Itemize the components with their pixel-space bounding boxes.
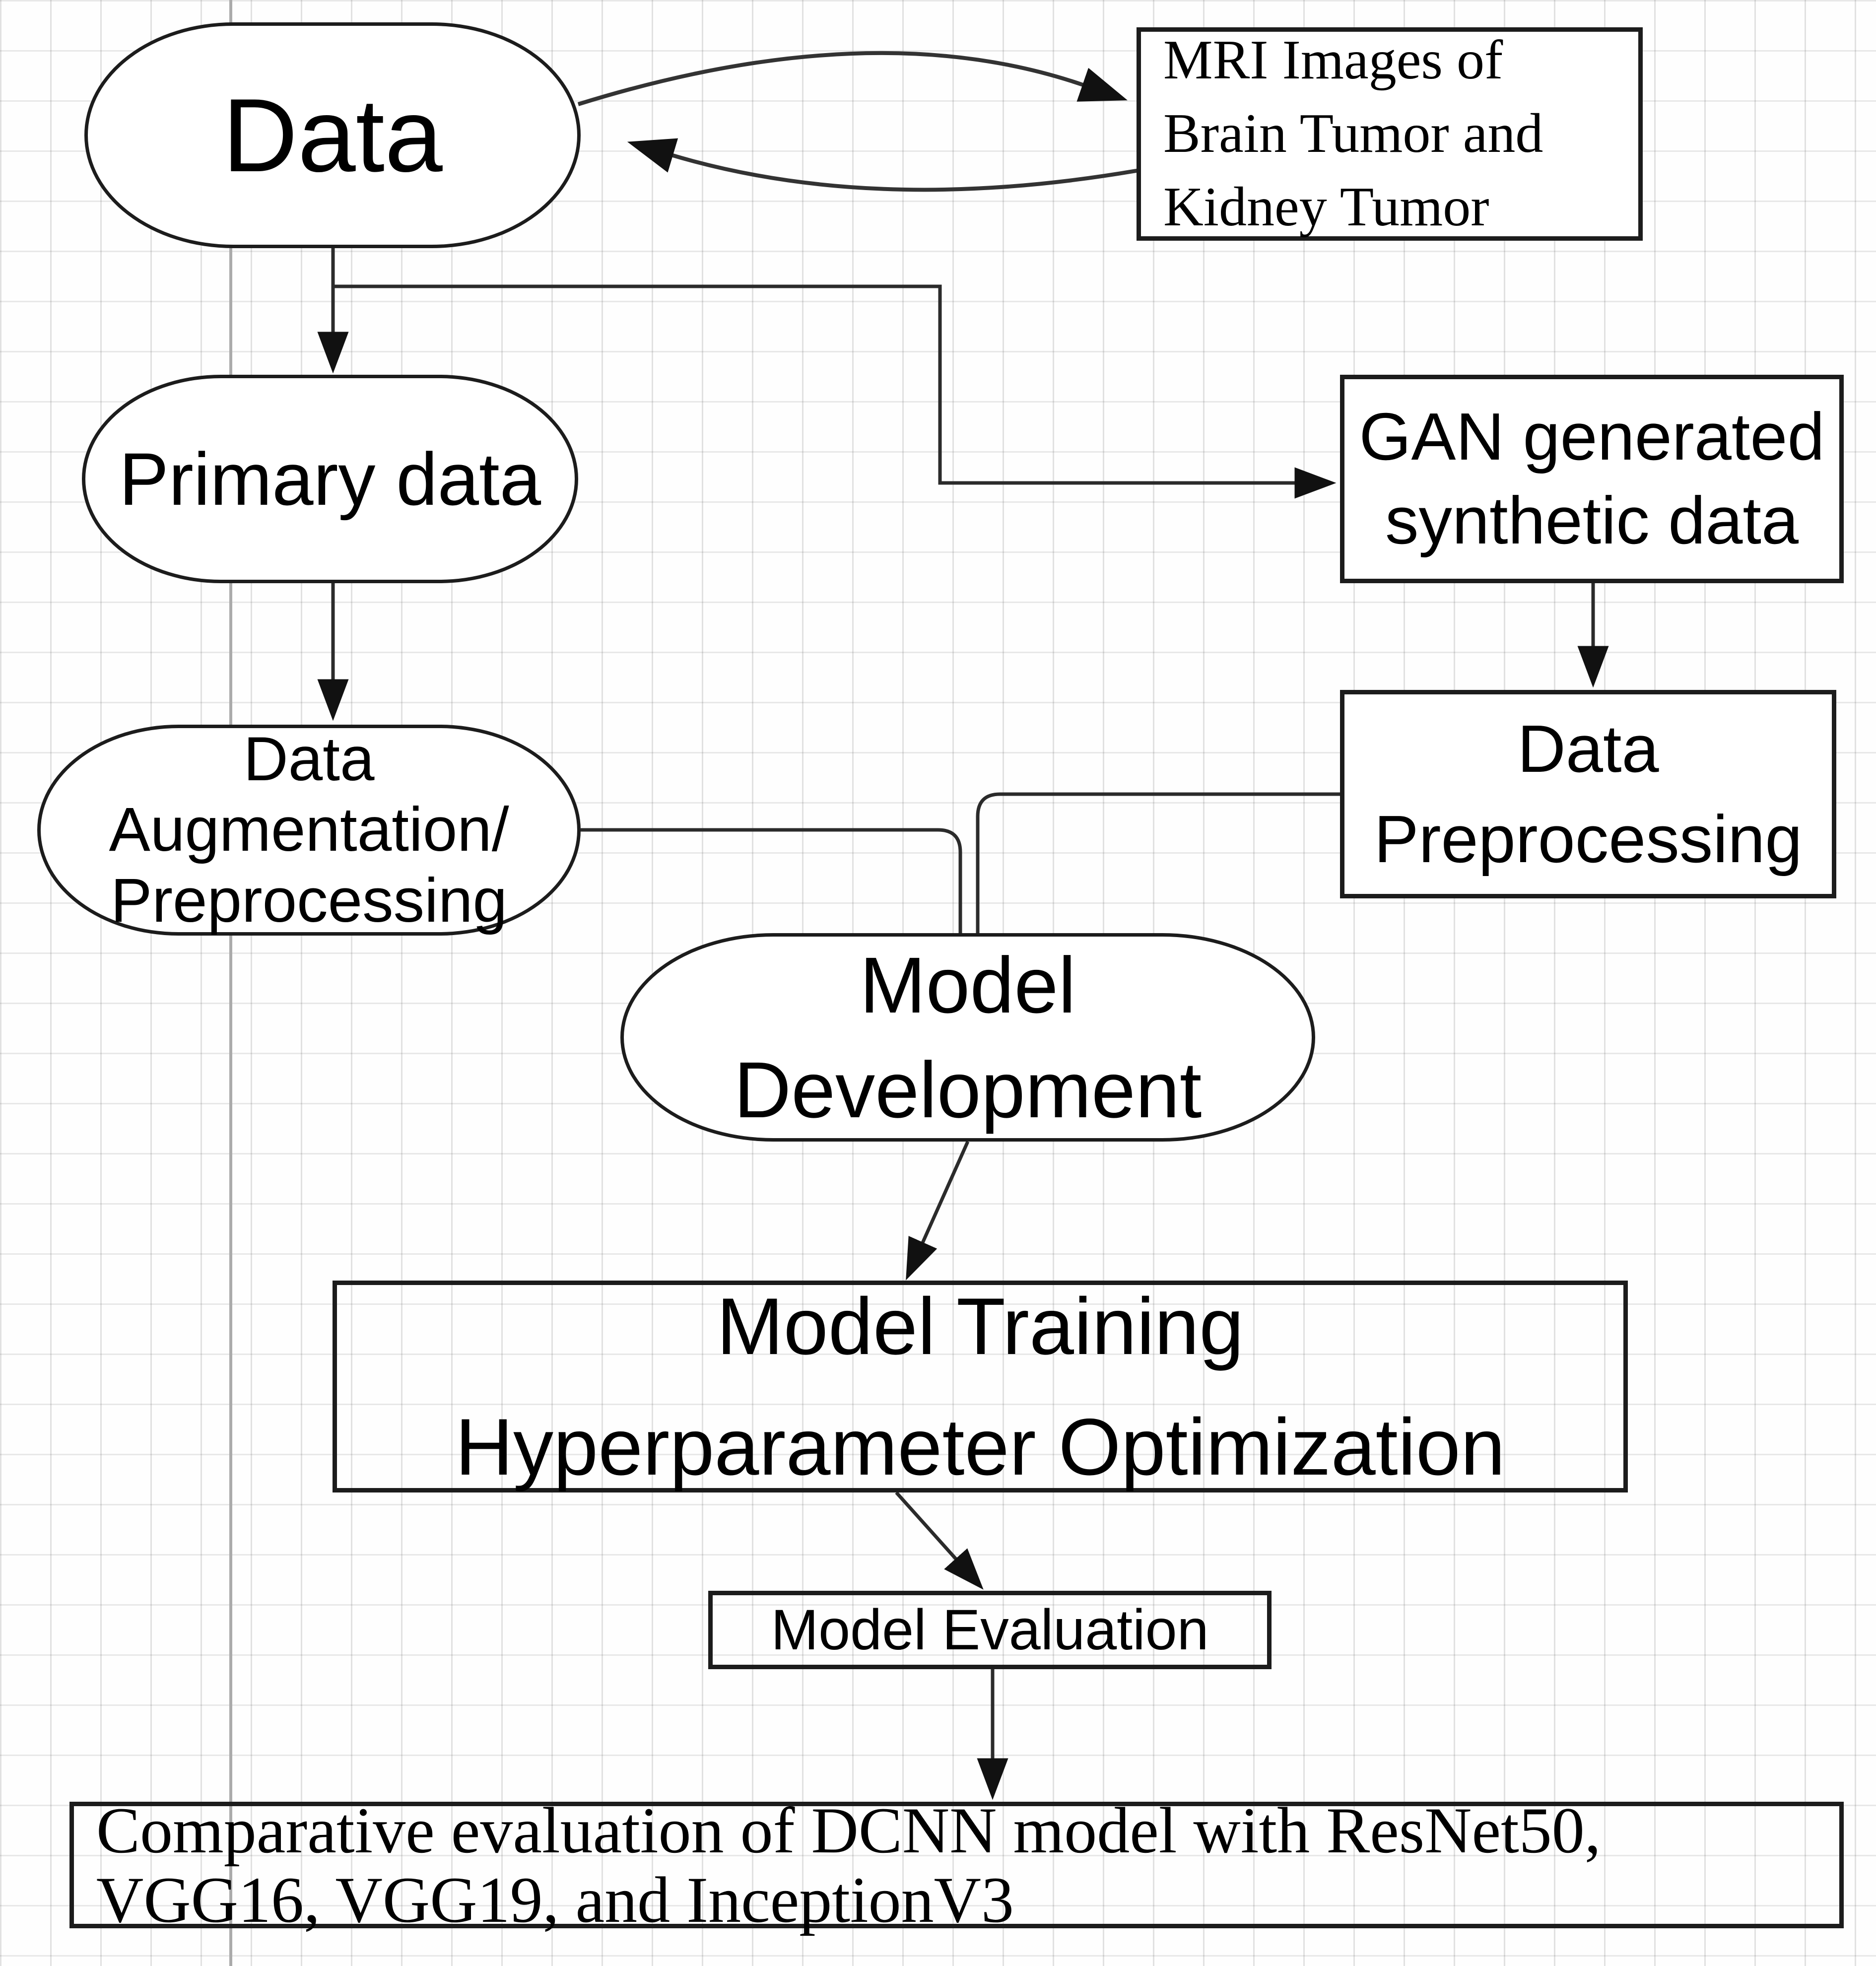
node-training-line: Model Training (716, 1281, 1244, 1371)
node-modeldev-line: Development (734, 1045, 1202, 1134)
node-primary-data: Primary data (82, 375, 578, 583)
node-mri-line: Brain Tumor and (1163, 103, 1543, 165)
arrow-mri-to-data (627, 138, 1162, 192)
node-mri-line: MRI Images of (1163, 29, 1503, 91)
node-comparison-line: Comparative evaluation of DCNN model wit… (96, 1793, 1601, 1867)
node-gan-line: GAN generated (1359, 399, 1825, 475)
node-mri-images: MRI Images of Brain Tumor and Kidney Tum… (1137, 27, 1643, 241)
line-augment-to-modeldev (581, 828, 962, 933)
node-mri-line: Kidney Tumor (1163, 176, 1489, 238)
node-preprocess-line: Data (1517, 711, 1659, 786)
node-training-line: Hyperparameter Optimization (455, 1402, 1505, 1492)
arrow-modeldev-to-training (906, 1141, 970, 1281)
node-augment-line: Data (243, 724, 375, 794)
node-modeldev-line: Model (860, 940, 1076, 1029)
node-model-development: Model Development (620, 933, 1315, 1142)
node-comparative-evaluation: Comparative evaluation of DCNN model wit… (69, 1795, 1844, 1934)
node-gan-synthetic-data: GAN generated synthetic data (1340, 375, 1844, 583)
node-model-evaluation: Model Evaluation (708, 1591, 1272, 1669)
node-evaluation-label: Model Evaluation (771, 1598, 1209, 1662)
node-preprocess-line: Preprocessing (1374, 802, 1803, 877)
arrow-data-to-mri (577, 51, 1128, 106)
node-data-augmentation: Data Augmentation/ Preprocessing (37, 725, 581, 936)
node-model-training: Model Training Hyperparameter Optimizati… (333, 1281, 1628, 1492)
line-preprocess-to-modeldev (976, 792, 1340, 933)
arrow-data-to-gan (333, 284, 1337, 499)
node-augment-line: Augmentation/ (109, 795, 509, 865)
node-data-label: Data (222, 76, 443, 194)
arrow-training-to-evaluation (895, 1491, 984, 1590)
node-augment-line: Preprocessing (110, 866, 507, 935)
node-primary-data-label: Primary data (119, 437, 541, 521)
node-data-preprocessing: Data Preprocessing (1340, 690, 1836, 898)
node-gan-line: synthetic data (1385, 483, 1799, 558)
node-comparison-line: VGG16, VGG19, and InceptionV3 (96, 1863, 1014, 1936)
node-data: Data (84, 22, 581, 248)
